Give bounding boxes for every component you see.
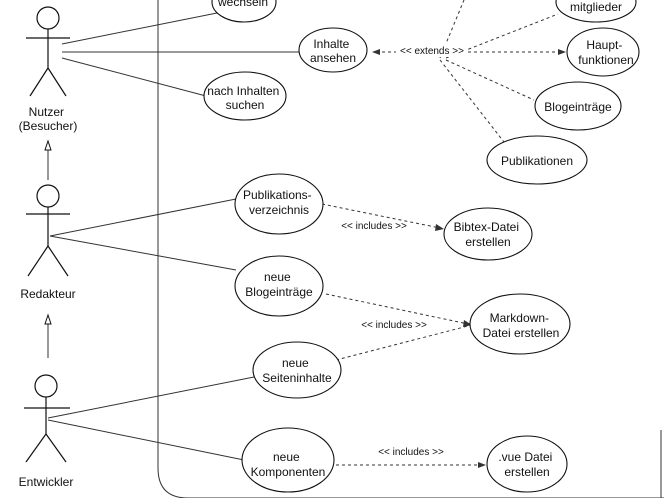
usecase-publikationsverzeichnis: Publikations- verzeichnis	[234, 173, 324, 235]
usecase-label-line: ansehen	[310, 51, 356, 65]
actor-redakteur: Redakteur	[20, 184, 76, 301]
relation-labels: << extends >> << includes >> << includes…	[341, 43, 468, 458]
svg-text:Markdown- Datei erstelle: Markdown- Datei erstellen	[483, 311, 560, 340]
usecase-label-line: .vue Datei	[498, 450, 552, 464]
actor-label-line: Nutzer	[29, 105, 64, 119]
usecase-label-line: Seiteninhalte	[262, 371, 332, 385]
svg-text:.vue Datei erstellen: .vue Datei erstellen	[498, 450, 555, 479]
usecase-label: mitglieder	[570, 0, 622, 14]
usecase-bibtex-datei: Bibtex-Datei erstellen	[443, 207, 533, 261]
svg-text:neue Seiteninhalte: neue Seiteninhalte	[262, 356, 332, 385]
usecase-label: wechseln	[217, 0, 268, 9]
usecase-label-line: neue	[273, 450, 300, 464]
associations	[47, 11, 300, 461]
usecase-publikationen: Publikationen	[486, 135, 588, 185]
usecase-label-line: funktionen	[578, 53, 633, 67]
actor-label: Redakteur	[20, 287, 75, 301]
usecase-label-line: Publikations-	[243, 188, 312, 202]
usecase-label-line: Haupt-	[586, 38, 622, 52]
usecase-label-line: Inhalte	[313, 37, 349, 51]
svg-text:neue Blogeinträge: neue Blogeinträge	[245, 270, 313, 299]
usecase-label-line: neue	[282, 356, 309, 370]
svg-text:Bibtex-Datei erstellen: Bibtex-Datei erstellen	[454, 220, 523, 249]
usecase-nach-inhalten-suchen: nach Inhalten suchen	[203, 71, 287, 121]
stick-figure-icon	[26, 6, 70, 97]
extends-label: << extends >>	[400, 46, 464, 57]
usecase-label-line: erstellen	[465, 235, 510, 249]
usecase-label-line: Markdown-	[490, 311, 549, 325]
usecase-label-line: suchen	[226, 98, 265, 112]
usecase-neue-seiteninhalte: neue Seiteninhalte	[252, 341, 342, 399]
usecase-label-line: Bibtex-Datei	[454, 220, 519, 234]
actor-label: Entwickler	[19, 475, 74, 489]
svg-text:Nutzer (Besucher): Nutzer (Besucher)	[19, 105, 78, 133]
usecase-label: Blogeinträge	[544, 100, 612, 114]
usecase-mitglieder: mitglieder	[555, 0, 637, 23]
usecase-hauptfunktionen: Haupt- funktionen	[566, 27, 640, 77]
stick-figure-icon	[26, 184, 70, 277]
usecase-label-line: nach Inhalten	[207, 84, 279, 98]
usecase-blogeintraege: Blogeinträge	[534, 81, 622, 131]
usecase-neue-blogeintraege: neue Blogeinträge	[234, 255, 324, 317]
stick-figure-icon	[24, 374, 70, 463]
includes-bibtex-label: << includes >>	[341, 221, 407, 232]
usecase-label-line: neue	[264, 270, 291, 284]
usecase-label: Publikationen	[501, 154, 573, 168]
usecase-inhalte-ansehen: Inhalte ansehen	[298, 27, 368, 73]
includes-markdown-label: << includes >>	[361, 320, 427, 331]
usecase-label-line: Datei erstellen	[483, 326, 560, 340]
svg-text:neue Komponenten: neue Komponenten	[251, 450, 326, 479]
svg-text:nach Inhalten suchen: nach Inhalten suchen	[207, 84, 282, 112]
usecase-label-line: erstellen	[504, 465, 549, 479]
actor-entwickler: Entwickler	[19, 374, 74, 489]
usecase-label-line: verzeichnis	[249, 203, 309, 217]
actor-label-line: (Besucher)	[19, 119, 78, 133]
usecase-neue-komponenten: neue Komponenten	[241, 427, 335, 493]
generalization-arrows	[44, 139, 52, 358]
usecase-wechseln: wechseln	[211, 0, 277, 23]
svg-text:Haupt- funktionen: Haupt- funktionen	[578, 38, 633, 67]
svg-text:Publikations- verzeichni: Publikations- verzeichnis	[243, 188, 315, 217]
usecase-vue-datei: .vue Datei erstellen	[486, 435, 568, 493]
usecase-label-line: Komponenten	[251, 465, 326, 479]
usecase-label-line: Blogeinträge	[245, 285, 313, 299]
svg-text:Inhalte ansehen: Inhalte ansehen	[310, 37, 356, 65]
actor-nutzer: Nutzer (Besucher)	[19, 6, 78, 133]
includes-vue-label: << includes >>	[378, 447, 444, 458]
usecase-markdown-datei: Markdown- Datei erstellen	[469, 293, 571, 355]
